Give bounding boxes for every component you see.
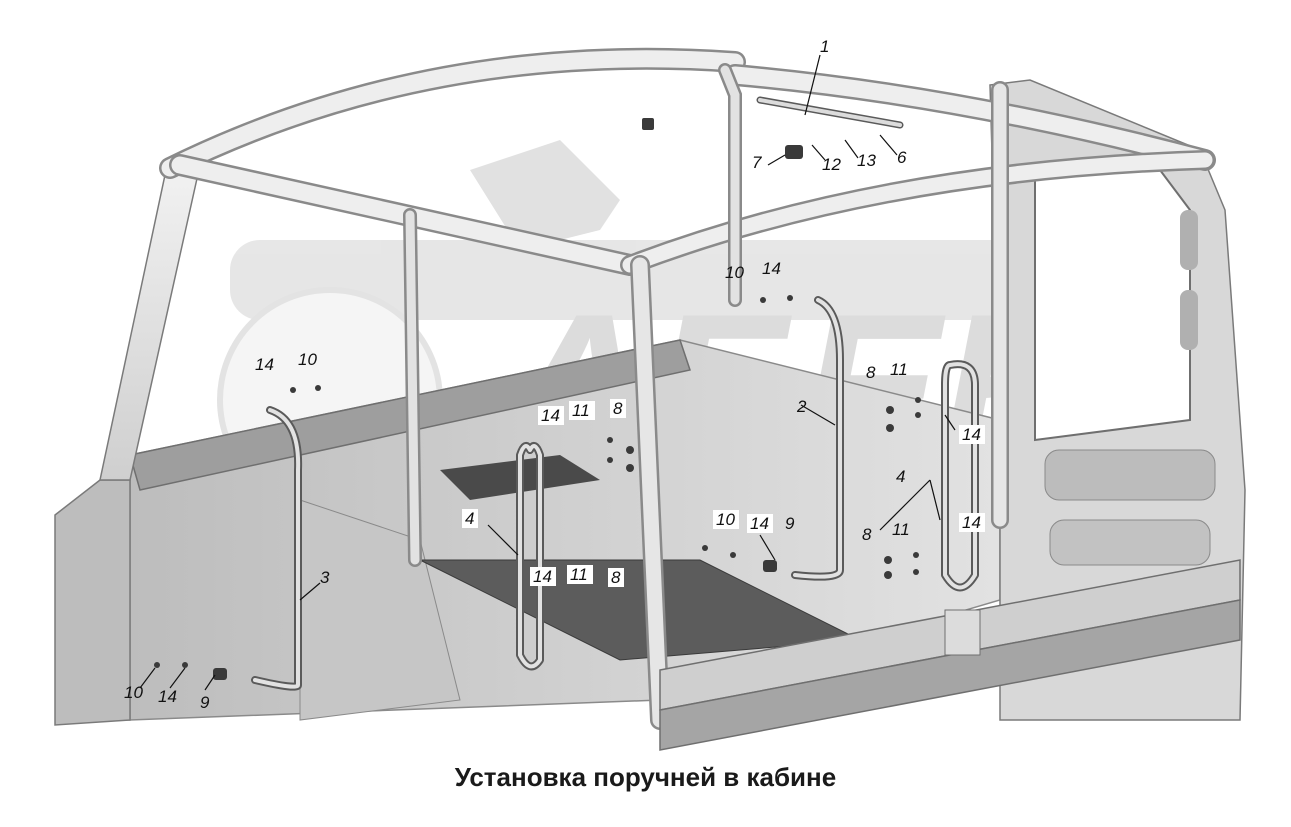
- callout-c2: 2: [796, 397, 807, 416]
- fasteners: [154, 118, 921, 680]
- callout-bg: [567, 565, 593, 584]
- floor-crossbeam: [659, 559, 1241, 751]
- callout-number: 6: [897, 148, 907, 167]
- callout-c14d: 14: [538, 406, 564, 425]
- callout-number: 8: [866, 363, 876, 382]
- callout-number: 10: [725, 263, 744, 282]
- callout-c12: 12: [822, 155, 841, 174]
- cab-drawing: АБЕК: [54, 37, 1246, 751]
- callout-number: 14: [541, 406, 560, 425]
- handrails: [251, 96, 979, 691]
- callout-c8b: 8: [610, 399, 626, 418]
- cab-back-wall: [129, 339, 1001, 721]
- callout-bg: [530, 567, 556, 586]
- callout-number: 10: [716, 510, 735, 529]
- callout-bg: [608, 568, 624, 587]
- callout-c3: 3: [320, 568, 330, 587]
- leader-lines: [139, 54, 956, 691]
- callout-c10a: 10: [725, 263, 744, 282]
- callout-bg: [959, 425, 985, 444]
- callout-c9b: 9: [200, 693, 210, 712]
- callout-c14g: 14: [530, 567, 556, 586]
- callout-number: 14: [255, 355, 274, 374]
- callout-number: 9: [200, 693, 210, 712]
- callout-number: 11: [570, 565, 588, 584]
- callout-number: 2: [796, 397, 807, 416]
- callout-number: 11: [572, 401, 590, 420]
- callout-bg: [713, 510, 739, 529]
- callout-number: 4: [896, 467, 905, 486]
- callout-number: 10: [298, 350, 317, 369]
- callout-c8c: 8: [862, 525, 872, 544]
- callout-c10d: 10: [124, 683, 143, 702]
- callout-labels: 1 7 12 13 6 10 14 14 10 8 11 2 14 4 14 11 8 4 10 14 9 8 11 14 3 1…: [124, 37, 985, 712]
- callout-c9a: 9: [785, 514, 795, 533]
- callout-number: 14: [533, 567, 552, 586]
- callout-c7: 7: [752, 153, 762, 172]
- callout-number: 14: [750, 514, 769, 533]
- callout-number: 3: [320, 568, 330, 587]
- callout-number: 14: [962, 425, 981, 444]
- callout-c10b: 10: [298, 350, 317, 369]
- callout-c8a: 8: [866, 363, 876, 382]
- callout-bg: [610, 399, 626, 418]
- cab-right-side: [989, 79, 1246, 721]
- callout-number: 11: [890, 360, 908, 379]
- callout-c6: 6: [897, 148, 907, 167]
- callout-number: 1: [820, 37, 829, 56]
- callout-c11c: 11: [567, 565, 593, 584]
- callout-c10c: 10: [713, 510, 739, 529]
- callout-c8d: 8: [608, 568, 624, 587]
- callout-number: 10: [124, 683, 143, 702]
- callout-bg: [959, 513, 985, 532]
- callout-c14c: 14: [959, 425, 985, 444]
- callout-c14e: 14: [747, 514, 773, 533]
- callout-c11d: 11: [892, 520, 910, 539]
- callout-bg: [569, 401, 595, 420]
- callout-number: 13: [857, 151, 876, 170]
- callout-c14b: 14: [255, 355, 274, 374]
- roof-frame: [159, 47, 1216, 730]
- callout-bg: [462, 509, 478, 528]
- callout-number: 9: [785, 514, 795, 533]
- callout-number: 8: [611, 568, 621, 587]
- callout-c14a: 14: [762, 259, 781, 278]
- callout-number: 7: [752, 153, 762, 172]
- callout-c14h: 14: [158, 687, 177, 706]
- callout-number: 4: [465, 509, 474, 528]
- callout-c1: 1: [820, 37, 829, 56]
- diagram-caption: Установка поручней в кабине: [454, 762, 837, 792]
- callout-bg: [538, 406, 564, 425]
- callout-c13: 13: [857, 151, 876, 170]
- callout-bg: [747, 514, 773, 533]
- callout-number: 14: [762, 259, 781, 278]
- callout-number: 8: [613, 399, 623, 418]
- callout-c11b: 11: [569, 401, 595, 420]
- callout-c11a: 11: [890, 360, 908, 379]
- callout-number: 14: [158, 687, 177, 706]
- callout-c14f: 14: [959, 513, 985, 532]
- callout-c4a: 4: [896, 467, 905, 486]
- callout-c4b: 4: [462, 509, 478, 528]
- callout-number: 8: [862, 525, 872, 544]
- callout-number: 12: [822, 155, 841, 174]
- callout-number: 11: [892, 520, 910, 539]
- callout-number: 14: [962, 513, 981, 532]
